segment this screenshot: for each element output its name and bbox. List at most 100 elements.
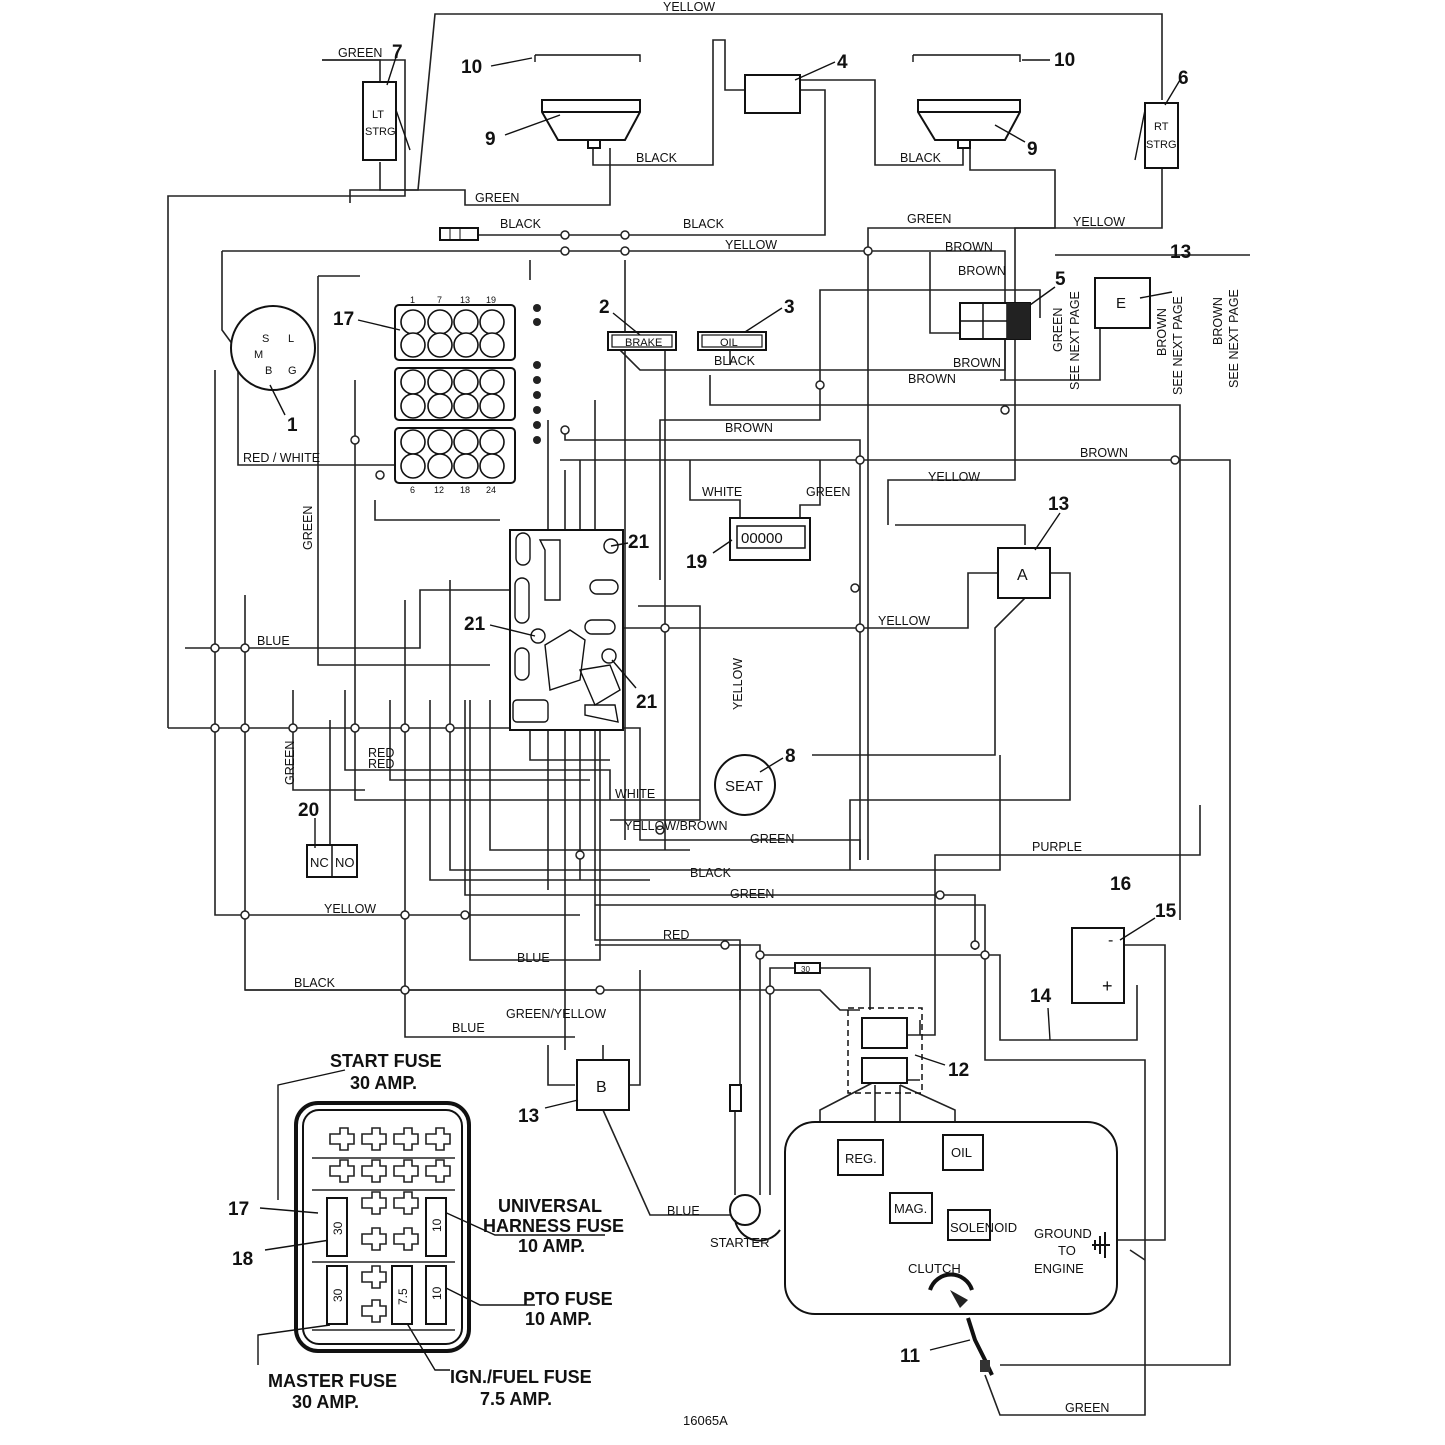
- oil-engine-label: OIL: [951, 1145, 972, 1160]
- ign-terminal-m: M: [254, 349, 263, 361]
- relay-b: B: [576, 1059, 630, 1111]
- headlight-lens-left: [534, 54, 641, 62]
- inline-fuse-40: [729, 1084, 742, 1112]
- callout-17-bottom: 17: [228, 1199, 249, 1220]
- wire-label-green-19: GREEN: [806, 485, 850, 499]
- connector-plug: [439, 227, 479, 241]
- callout-13-bottom: 13: [518, 1106, 539, 1127]
- inline-fuse-30: 30: [794, 962, 821, 974]
- fuse-block: 30 10 30 7.5 10: [294, 1101, 471, 1353]
- wire-label-purple: PURPLE: [1032, 840, 1082, 854]
- oil-pressure-switch: OIL: [697, 331, 767, 351]
- lt-strg-label-1: LT: [372, 109, 384, 121]
- headlight-left: [541, 99, 641, 149]
- headlight-right: [917, 99, 1021, 149]
- hour-meter-digits: 00000: [741, 530, 783, 547]
- brake-switch: BRAKE: [607, 331, 677, 351]
- callout-10-left: 10: [461, 57, 482, 78]
- rt-strg-label-1: RT: [1154, 121, 1169, 133]
- brake-label: BRAKE: [625, 337, 662, 349]
- start-fuse-label-2: 30 AMP.: [350, 1073, 417, 1093]
- wire-label-green-seat: GREEN: [750, 832, 794, 846]
- wire-label-yellow-13: YELLOW: [928, 470, 980, 484]
- wire-label-red-1: RED: [368, 746, 394, 760]
- relay-b-label: B: [596, 1079, 607, 1096]
- wire-label-brown-6: BROWN: [1080, 446, 1128, 460]
- wire-label-black-conn: BLACK: [500, 217, 542, 231]
- fuse-start-rating: 30: [331, 1221, 345, 1235]
- pto-fuse-label-1: PTO FUSE: [523, 1289, 613, 1309]
- headlight-lens-right: [912, 54, 1021, 62]
- pto-fuse-label-2: 10 AMP.: [525, 1309, 592, 1329]
- fuse-labels: START FUSE 30 AMP. UNIVERSAL HARNESS FUS…: [268, 1051, 624, 1412]
- ground-label-1: GROUND: [1034, 1226, 1092, 1241]
- relay-a-label: A: [1017, 567, 1028, 584]
- wire-label-blue-3: BLUE: [452, 1021, 485, 1035]
- wire-label-see-next-2: SEE NEXT PAGE: [1171, 296, 1185, 395]
- wire-label-green-r: GREEN: [907, 212, 951, 226]
- clutch-connector: [966, 1317, 994, 1376]
- wire-label-brown-next-2: BROWN: [1211, 297, 1225, 345]
- pin-7: 7: [437, 295, 442, 305]
- wire-label-yellow-brown: YELLOW/BROWN: [624, 819, 728, 833]
- wire-label-brown-next-1: BROWN: [1155, 308, 1169, 356]
- light-switch: [744, 74, 801, 114]
- pin-24: 24: [486, 485, 496, 495]
- wire-label-green-vert: GREEN: [301, 506, 315, 550]
- wire-label-green-2: GREEN: [730, 887, 774, 901]
- fuse-pto-rating: 10: [430, 1286, 444, 1300]
- wire-label-black-3: BLACK: [294, 976, 336, 990]
- harness-connector-24pin: 1 7 13 19 6 12 18 24: [394, 295, 541, 495]
- wire-label-black-mid: BLACK: [683, 217, 725, 231]
- wire-crossovers: [210, 230, 1180, 995]
- start-fuse-label-1: START FUSE: [330, 1051, 442, 1071]
- callout-1: 1: [287, 415, 298, 436]
- callout-9-left: 9: [485, 129, 496, 150]
- seat-switch: SEAT: [714, 754, 776, 816]
- callout-4: 4: [837, 52, 848, 73]
- oil-label: OIL: [720, 337, 738, 349]
- wire-label-black-9l: BLACK: [636, 151, 678, 165]
- callout-20: 20: [298, 800, 319, 821]
- wire-label-yellow-6: YELLOW: [1073, 215, 1125, 229]
- wire-label-see-next-3: SEE NEXT PAGE: [1227, 289, 1241, 388]
- callout-10-right: 10: [1054, 50, 1075, 71]
- wire-label-white-2: WHITE: [615, 787, 655, 801]
- ground-label-2: TO: [1058, 1243, 1076, 1258]
- wires: [167, 13, 1250, 1416]
- callout-6: 6: [1178, 68, 1189, 89]
- starter-label: STARTER: [710, 1235, 769, 1250]
- control-module: [509, 529, 624, 731]
- wire-labels: YELLOW GREEN BLACK BLACK GREEN BLACK BLA…: [243, 0, 1241, 1415]
- pin-13: 13: [460, 295, 470, 305]
- wire-label-black-oil: BLACK: [714, 354, 756, 368]
- inline-fuse-30-label: 30: [801, 965, 810, 974]
- pin-1: 1: [410, 295, 415, 305]
- pin-6: 6: [410, 485, 415, 495]
- left-steering-switch: LT STRG: [362, 81, 411, 161]
- callout-19: 19: [686, 552, 707, 573]
- ignition-switch: S L M B G: [230, 305, 316, 391]
- hour-meter: 00000: [729, 517, 811, 561]
- wire-label-brown-2: BROWN: [958, 264, 1006, 278]
- fuse-ign-rating: 7.5: [396, 1288, 410, 1305]
- callout-15: 15: [1155, 901, 1177, 922]
- pin-12: 12: [434, 485, 444, 495]
- pin-18: 18: [460, 485, 470, 495]
- wire-label-black-9r: BLACK: [900, 151, 942, 165]
- callout-5: 5: [1055, 269, 1066, 290]
- callout-21-top: 21: [628, 532, 650, 553]
- fuse-universal-rating: 10: [430, 1218, 444, 1232]
- ign-terminal-s: S: [262, 333, 269, 345]
- callout-numbers: 1 2 3 4 5 6 7 8 9 9 10 10 11 12 13 13 13…: [228, 42, 1191, 1367]
- wire-label-red-white: RED / WHITE: [243, 451, 320, 465]
- battery-minus: -: [1108, 932, 1113, 949]
- seat-label: SEAT: [725, 778, 763, 795]
- callout-2: 2: [599, 297, 610, 318]
- battery: - +: [1071, 927, 1125, 1004]
- ign-terminal-l: L: [288, 333, 294, 345]
- callout-14: 14: [1030, 986, 1052, 1007]
- right-steering-switch: RT STRG: [1134, 102, 1179, 169]
- switch-no-label: NO: [335, 855, 355, 870]
- wire-label-blue-1: BLUE: [257, 634, 290, 648]
